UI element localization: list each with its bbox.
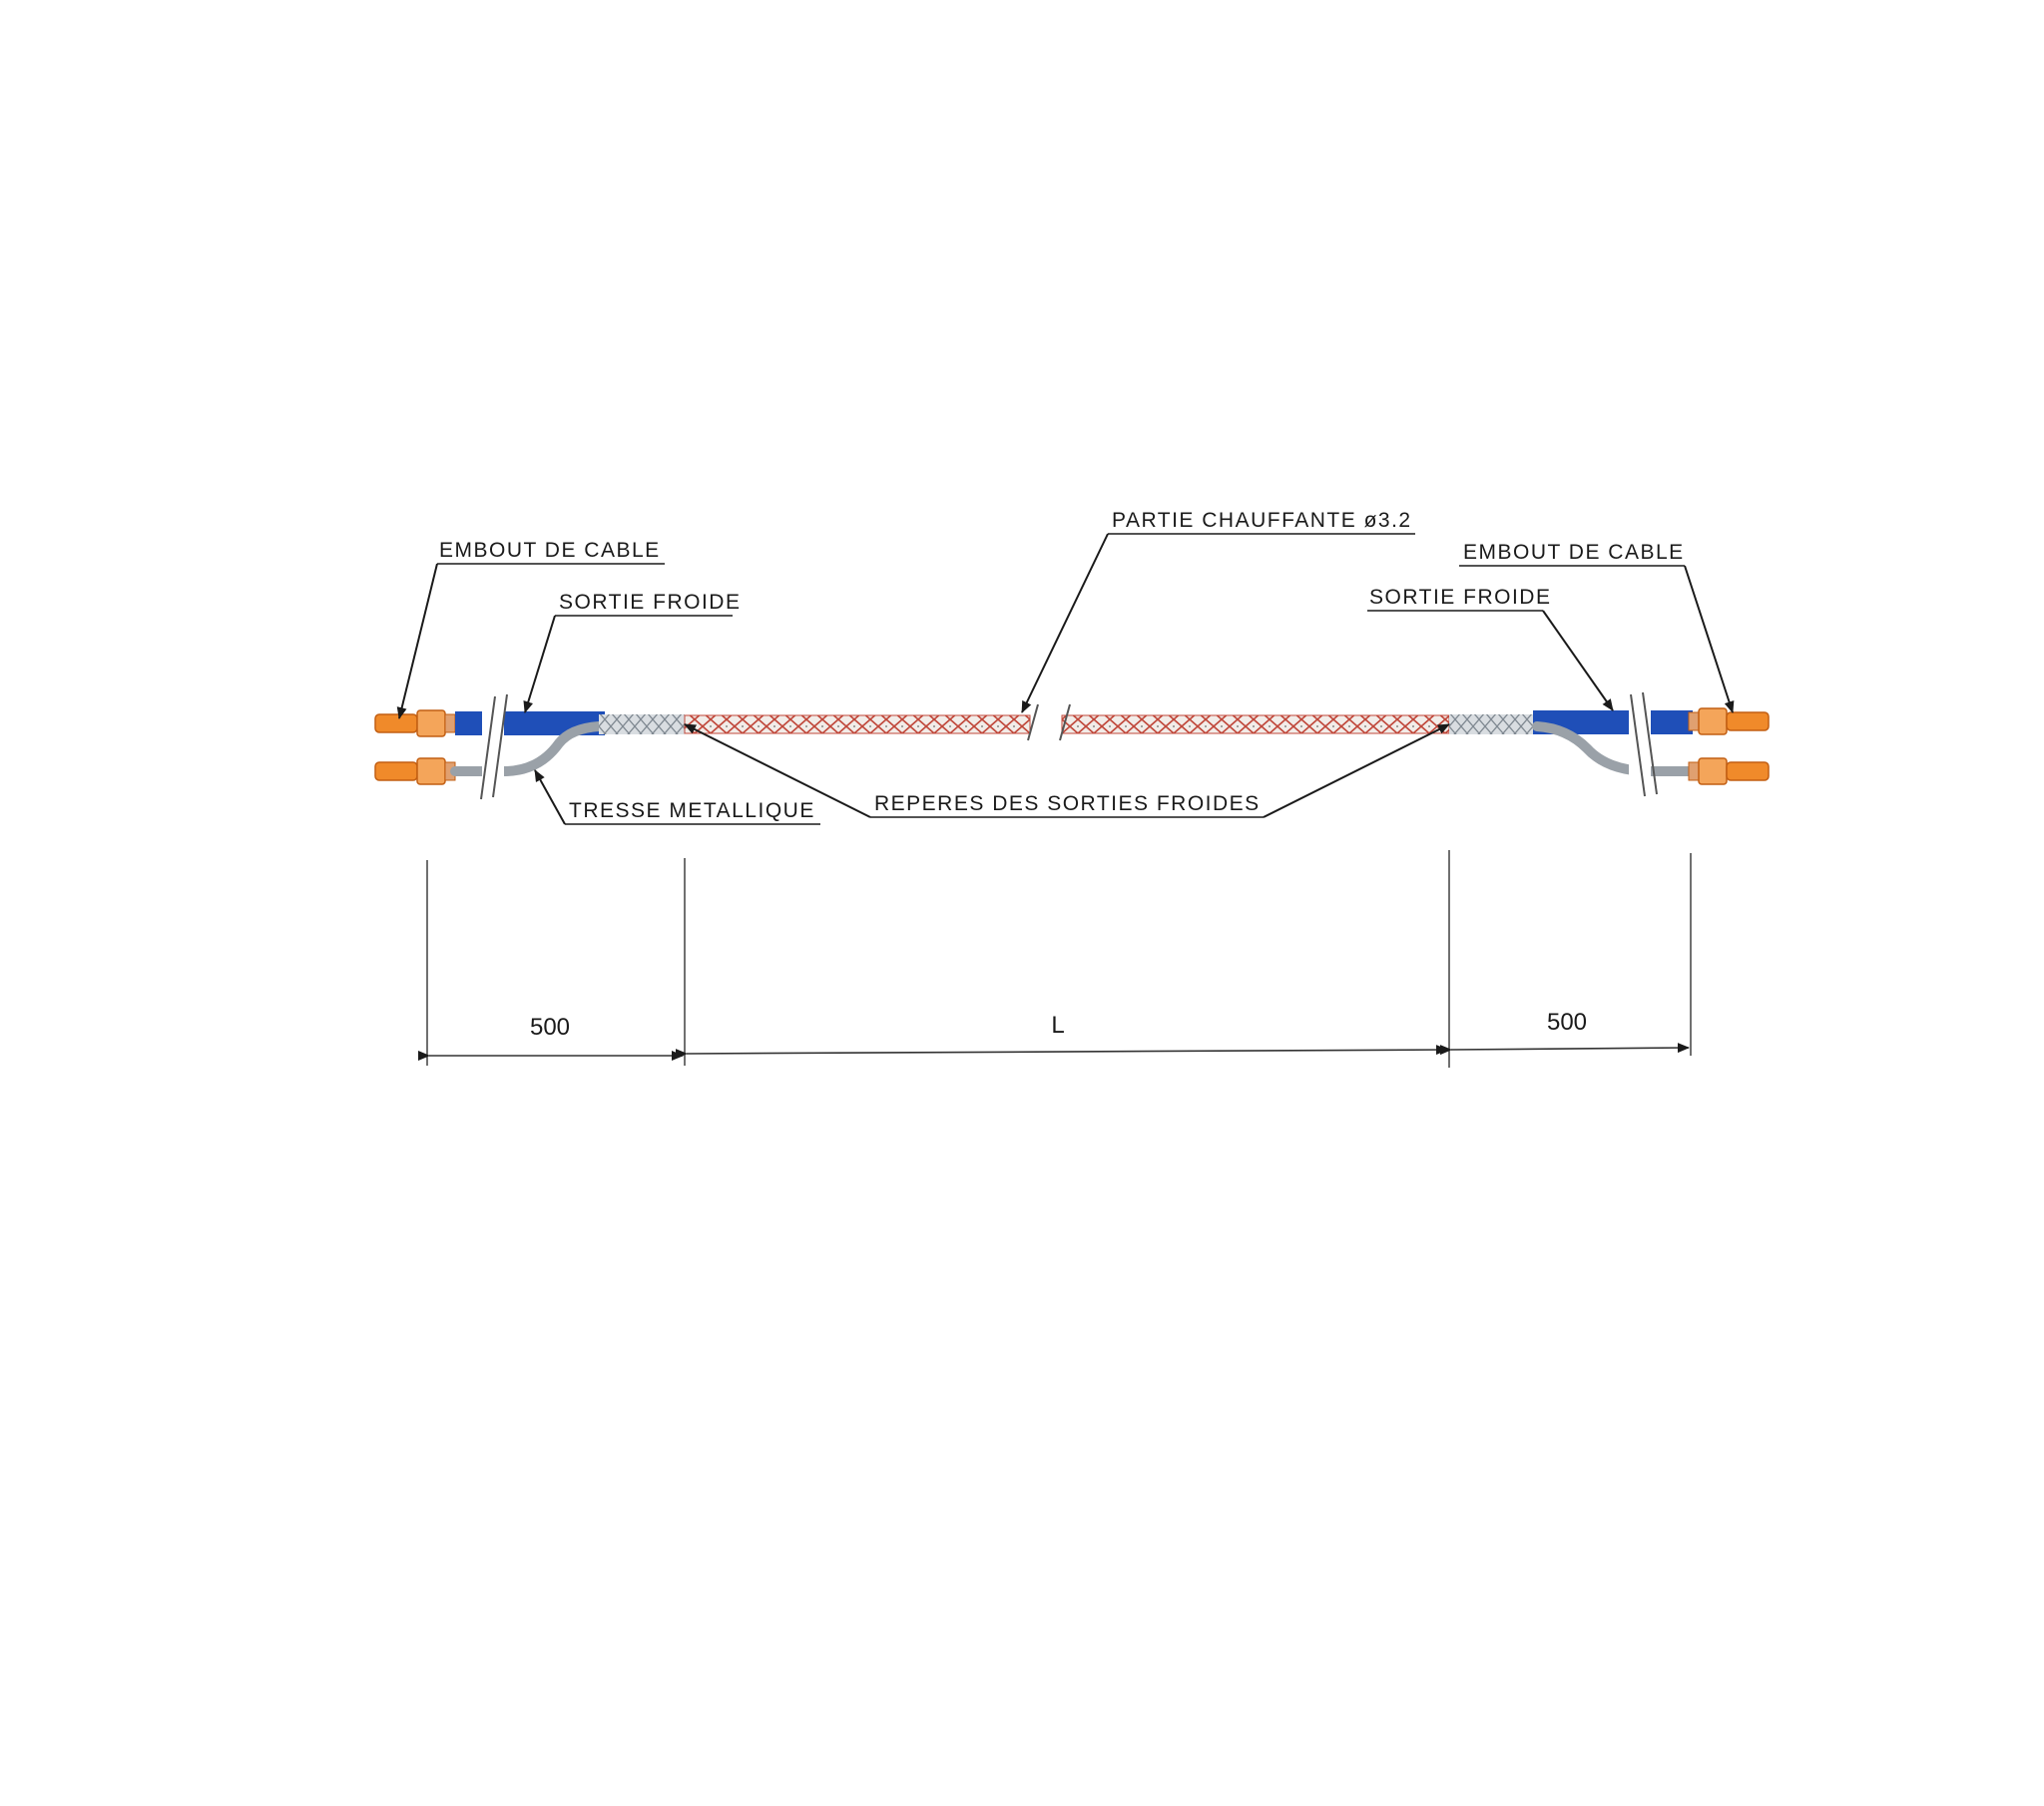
dimension-middle-value: L (1051, 1012, 1064, 1039)
dimension-lines: 500 L 500 (418, 850, 1692, 1068)
label-tresse-text: TRESSE METALLIQUE (569, 799, 815, 822)
center-break-mark (1027, 703, 1071, 741)
dimension-left-value: 500 (530, 1014, 570, 1041)
right-lower-connector (1688, 757, 1770, 785)
left-end-assembly (374, 693, 685, 800)
heating-section-left (684, 714, 1031, 734)
heating-section-right (1061, 714, 1450, 734)
label-tresse: TRESSE METALLIQUE (534, 769, 820, 825)
label-sortie-left: SORTIE FROIDE (523, 591, 741, 713)
left-upper-connector (374, 709, 456, 737)
dimension-right-value: 500 (1547, 1009, 1587, 1036)
label-reperes-text: REPERES DES SORTIES FROIDES (874, 792, 1261, 815)
left-braid-section (599, 714, 685, 734)
label-sortie-right: SORTIE FROIDE (1367, 586, 1614, 711)
label-embout-left-text: EMBOUT DE CABLE (439, 539, 661, 562)
label-embout-right: EMBOUT DE CABLE (1459, 541, 1735, 713)
label-sortie-right-text: SORTIE FROIDE (1369, 586, 1551, 609)
label-sortie-left-text: SORTIE FROIDE (559, 591, 741, 614)
right-end-assembly (1449, 691, 1770, 797)
label-embout-right-text: EMBOUT DE CABLE (1463, 541, 1685, 564)
left-break-mark (480, 693, 508, 800)
right-upper-connector (1688, 707, 1770, 735)
right-braid-section (1449, 714, 1535, 734)
label-partie-chauffante-text: PARTIE CHAUFFANTE ø3.2 (1112, 509, 1412, 532)
label-embout-left: EMBOUT DE CABLE (396, 539, 665, 719)
label-partie-chauffante: PARTIE CHAUFFANTE ø3.2 (1021, 509, 1415, 713)
right-break-mark (1629, 691, 1658, 797)
label-reperes: REPERES DES SORTIES FROIDES (684, 723, 1450, 818)
left-braid-wire (450, 721, 604, 776)
left-lower-connector (374, 757, 456, 785)
